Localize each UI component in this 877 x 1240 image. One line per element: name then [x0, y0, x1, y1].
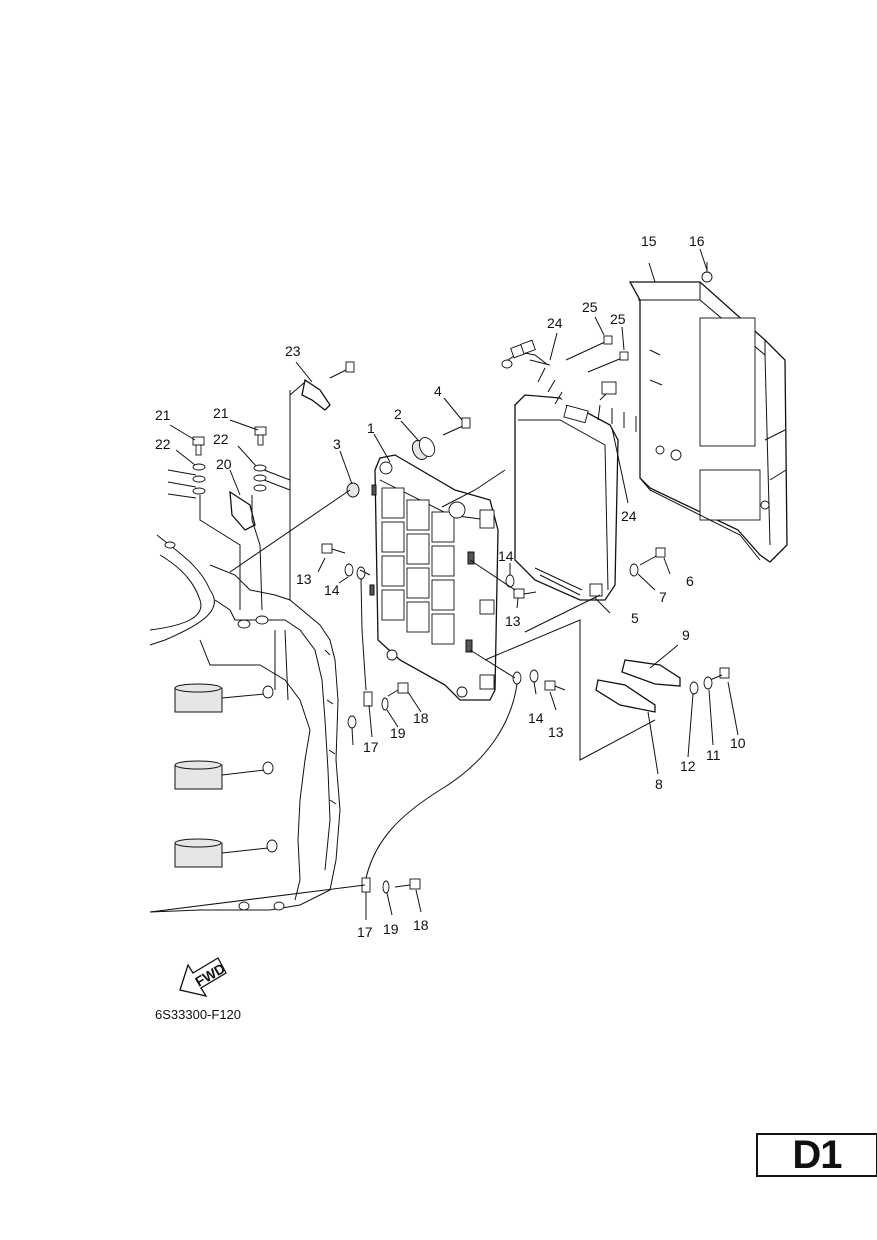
callout-18-lower: 18: [413, 917, 429, 933]
callout-25-left: 25: [582, 299, 598, 315]
ecu-bracket: [369, 454, 499, 701]
callout-15: 15: [641, 233, 657, 249]
callout-8: 8: [655, 776, 663, 792]
callout-6: 6: [686, 573, 694, 589]
callout-12: 12: [680, 758, 696, 774]
callout-21-right: 21: [213, 405, 229, 421]
callout-18-upper: 18: [413, 710, 429, 726]
ecu-module: [514, 394, 619, 601]
callout-23: 23: [285, 343, 301, 359]
engine-block: [149, 534, 341, 913]
callout-1: 1: [367, 420, 375, 436]
callout-10: 10: [730, 735, 746, 751]
fwd-arrow-icon: FWD: [179, 957, 228, 997]
callout-13-upper-left: 13: [296, 571, 312, 587]
callout-20: 20: [216, 456, 232, 472]
callout-3: 3: [333, 436, 341, 452]
callout-19-upper: 19: [390, 725, 406, 741]
callout-labels: 1 2 3 4 5 6 7 8 9 10 11 12 13 13 13 14 1…: [155, 233, 746, 940]
callout-14-lower: 14: [528, 710, 544, 726]
callout-13-middle: 13: [505, 613, 521, 629]
leader-lines: [149, 248, 739, 920]
callout-9: 9: [682, 627, 690, 643]
callout-24-top: 24: [547, 315, 563, 331]
callout-17-lower: 17: [357, 924, 373, 940]
callout-21-left: 21: [155, 407, 171, 423]
callout-4: 4: [434, 383, 442, 399]
callout-16: 16: [689, 233, 705, 249]
page-label: D1: [756, 1133, 877, 1177]
ecu-cover: [628, 262, 788, 563]
callout-19-lower: 19: [383, 921, 399, 937]
callout-7: 7: [659, 589, 667, 605]
callout-13-lower: 13: [548, 724, 564, 740]
callout-2: 2: [394, 406, 402, 422]
callout-5: 5: [631, 610, 639, 626]
callout-14-middle: 14: [498, 548, 514, 564]
callout-24-bottom: 24: [621, 508, 637, 524]
callout-22-left: 22: [155, 436, 171, 452]
drawing-code: 6S33300-F120: [155, 1007, 242, 1022]
callout-25-right: 25: [610, 311, 626, 327]
callout-17-upper: 17: [363, 739, 379, 755]
callout-14-upper-left: 14: [324, 582, 340, 598]
callout-11: 11: [706, 747, 721, 763]
callout-22-right: 22: [213, 431, 229, 447]
